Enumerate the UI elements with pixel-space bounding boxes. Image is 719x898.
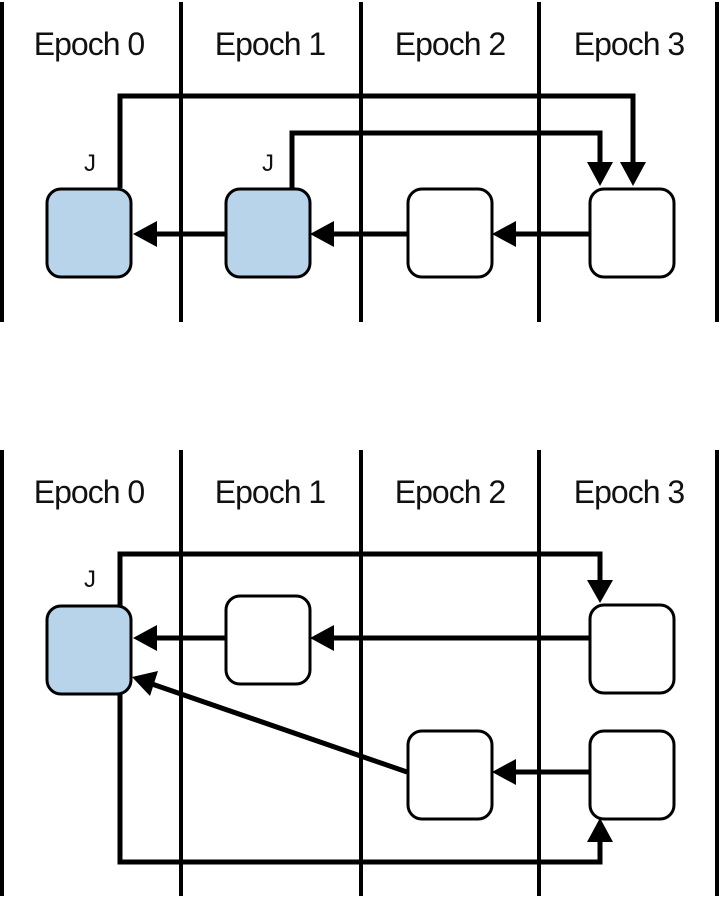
diagram2-edge-e2-e0 bbox=[151, 681, 408, 775]
diagram1-node-epoch3 bbox=[588, 187, 676, 279]
diagram1-node-epoch0 bbox=[45, 187, 133, 279]
diagram2-node-epoch3a bbox=[588, 603, 676, 695]
diagram1-epoch3-header: Epoch 3 bbox=[573, 26, 685, 62]
diagram2 bbox=[0, 450, 719, 896]
diagram2-node-epoch1 bbox=[224, 594, 312, 686]
diagram1-journal-link-epoch0 bbox=[117, 93, 636, 188]
diagram2-epoch0-header: Epoch 0 bbox=[33, 474, 145, 510]
diagram1-epoch0-journal-marker: J bbox=[84, 150, 96, 177]
diagram2-epoch1-header: Epoch 1 bbox=[214, 474, 326, 510]
diagram2-journal-link-upper bbox=[117, 551, 603, 606]
diagram1-node-epoch2 bbox=[406, 187, 494, 279]
diagram1-edge-e1-e0-arrowhead bbox=[133, 221, 157, 247]
diagram2-epoch3-header: Epoch 3 bbox=[573, 474, 685, 510]
diagram1-journal-link-epoch1 bbox=[289, 130, 603, 188]
diagram2-epoch2-header: Epoch 2 bbox=[394, 474, 506, 510]
diagram2-node-epoch2 bbox=[406, 729, 494, 821]
diagram2-journal-link-lower-arrowhead bbox=[587, 818, 613, 842]
diagram2-journal-link-upper-arrowhead bbox=[587, 580, 613, 603]
diagram1-edge-e3-e2-arrowhead bbox=[492, 221, 516, 247]
diagram1-journal-link-epoch1-arrowhead bbox=[587, 162, 613, 186]
diagram2-node-epoch0 bbox=[45, 604, 133, 696]
diagram1-epoch1-header: Epoch 1 bbox=[214, 26, 326, 62]
diagram2-edge-e3a-e1-arrowhead bbox=[310, 625, 334, 651]
diagram1-epoch2-header: Epoch 2 bbox=[394, 26, 506, 62]
diagram2-node-epoch3b bbox=[588, 729, 676, 821]
diagram1-edge-e2-e1-arrowhead bbox=[310, 221, 334, 247]
diagram2-edge-e3b-e2-arrowhead bbox=[492, 759, 516, 785]
diagram1-epoch0-header: Epoch 0 bbox=[33, 26, 145, 62]
diagram1-node-epoch1 bbox=[224, 187, 312, 279]
diagram1-epoch1-journal-marker: J bbox=[262, 150, 274, 177]
diagram2-edge-e1-e0-arrowhead bbox=[133, 625, 157, 651]
diagram1-journal-link-epoch0-arrowhead bbox=[620, 162, 646, 186]
diagram2-epoch0-journal-marker: J bbox=[84, 566, 96, 593]
diagram2-journal-link-lower bbox=[117, 692, 603, 865]
diagram2-edge-e2-e0-arrowhead bbox=[132, 671, 158, 696]
diagram1 bbox=[0, 2, 719, 322]
